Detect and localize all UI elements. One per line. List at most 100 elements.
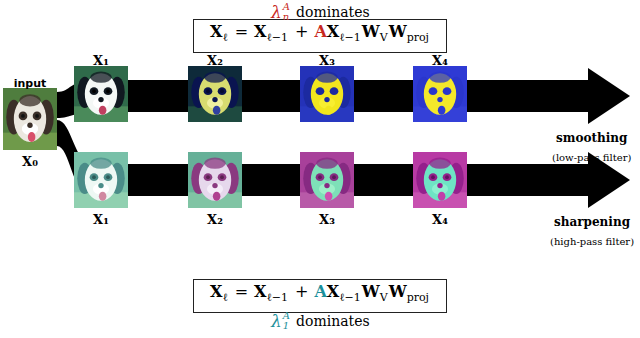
label-line: (high-pass filter) — [550, 230, 634, 249]
dog-eye — [106, 89, 110, 93]
dog-eye-patch — [429, 173, 438, 181]
equation-operator: + — [295, 282, 308, 301]
state-label: X₂ — [207, 212, 223, 227]
equation-operator: = — [235, 22, 248, 41]
image-ground — [413, 152, 467, 208]
note-text: dominates — [296, 4, 370, 20]
dog-image — [413, 66, 467, 122]
dog-tuft — [429, 72, 451, 83]
eigenvalue-note: λAndominates — [271, 2, 370, 22]
lambda-index: 1 — [283, 321, 290, 331]
dog-tongue — [99, 192, 107, 201]
equation-operator: + — [295, 22, 308, 41]
dog-eye-patch — [33, 112, 42, 121]
equation-symbol: W — [389, 282, 407, 301]
filter-text: (low-pass filter) — [552, 152, 631, 163]
label-holder: X₃ — [290, 50, 364, 69]
image-tile: X₂ — [188, 66, 242, 122]
dog-eye-patch — [218, 87, 227, 95]
dog-tongue — [438, 106, 446, 115]
dog-tongue — [213, 192, 221, 201]
dog-eye — [445, 175, 449, 179]
dog-image — [74, 152, 128, 208]
dog-image — [300, 66, 354, 122]
state-label: X₁ — [93, 212, 109, 227]
dog-eye — [431, 175, 435, 179]
input-label: input — [14, 77, 47, 90]
state-label: X₃ — [319, 212, 335, 227]
image-grass — [74, 192, 128, 208]
dog-image — [188, 152, 242, 208]
dog-tongue — [325, 192, 333, 201]
dog-tuft — [316, 72, 338, 83]
equation-symbol: X — [254, 22, 266, 41]
dog-tuft — [204, 72, 226, 83]
dog-eye — [332, 175, 336, 179]
lambda-index: A — [283, 311, 290, 321]
dog-eye-patch — [19, 112, 28, 121]
equation-operator: = — [235, 282, 248, 301]
dog-eye-patch — [330, 173, 339, 181]
equation-subscript: ℓ — [222, 291, 227, 304]
filter-text: smoothing — [556, 131, 627, 145]
image-ground — [74, 152, 128, 208]
image-grass — [300, 106, 354, 122]
dog-nose — [324, 97, 329, 102]
image-grass — [300, 192, 354, 208]
lambda-symbol: λ — [271, 311, 282, 331]
label-holder: X₁ — [64, 209, 138, 228]
dog-eye — [106, 175, 110, 179]
equation-symbol: X — [210, 22, 222, 41]
dog-nose — [98, 183, 103, 188]
image-grass — [74, 106, 128, 122]
dog-eye — [35, 114, 39, 118]
index-stack: A1 — [283, 311, 290, 331]
dog-tuft — [90, 72, 112, 83]
dog-eye-patch — [443, 173, 452, 181]
dog-eye — [220, 175, 224, 179]
dog-tongue — [325, 106, 333, 115]
dog-tuft — [90, 158, 112, 169]
dog-nose — [98, 97, 103, 102]
image-tile: X₃ — [300, 66, 354, 122]
dog-eye-patch — [218, 173, 227, 181]
image-ground — [300, 66, 354, 122]
label-line: (low-pass filter) — [552, 146, 631, 165]
dog-nose — [437, 183, 442, 188]
image-ground — [188, 66, 242, 122]
label-holder: X₀ — [0, 151, 67, 170]
equation-subscript: ℓ−1 — [267, 31, 288, 44]
label-holder: X₂ — [178, 50, 252, 69]
dog-eye-patch — [204, 87, 213, 95]
image-tile: X₃ — [300, 152, 354, 208]
equation-subscript: V — [380, 291, 388, 304]
dog-eye — [206, 89, 210, 93]
eigenvalue-note: λA1dominates — [271, 311, 370, 331]
dog-nose — [212, 97, 217, 102]
dog-eye-patch — [90, 87, 99, 95]
equation-symbol: W — [362, 282, 380, 301]
equation-subscript: V — [380, 31, 388, 44]
label-holder: X₄ — [403, 209, 477, 228]
equation-symbol: A — [314, 282, 326, 301]
dog-eye — [21, 114, 25, 118]
dog-eye-patch — [330, 87, 339, 95]
label-holder: input — [0, 72, 67, 91]
filter-text: (high-pass filter) — [550, 236, 634, 247]
equation-subscript: ℓ−1 — [267, 291, 288, 304]
filter-label: smoothing (low-pass filter) — [552, 127, 631, 165]
equation-box: Xℓ=Xℓ−1+AXℓ−1WVWproj — [193, 279, 447, 313]
dog-eye — [220, 89, 224, 93]
dog-eye-patch — [104, 173, 113, 181]
equation-symbol: X — [254, 282, 266, 301]
state-label: X₄ — [432, 212, 448, 227]
filter-label: sharpening(high-pass filter) — [550, 211, 634, 249]
dog-eye — [92, 175, 96, 179]
dog-eye — [92, 89, 96, 93]
sharpening-arrow — [57, 120, 630, 208]
image-ground — [300, 152, 354, 208]
image-ground — [413, 66, 467, 122]
image-grass — [3, 133, 57, 150]
